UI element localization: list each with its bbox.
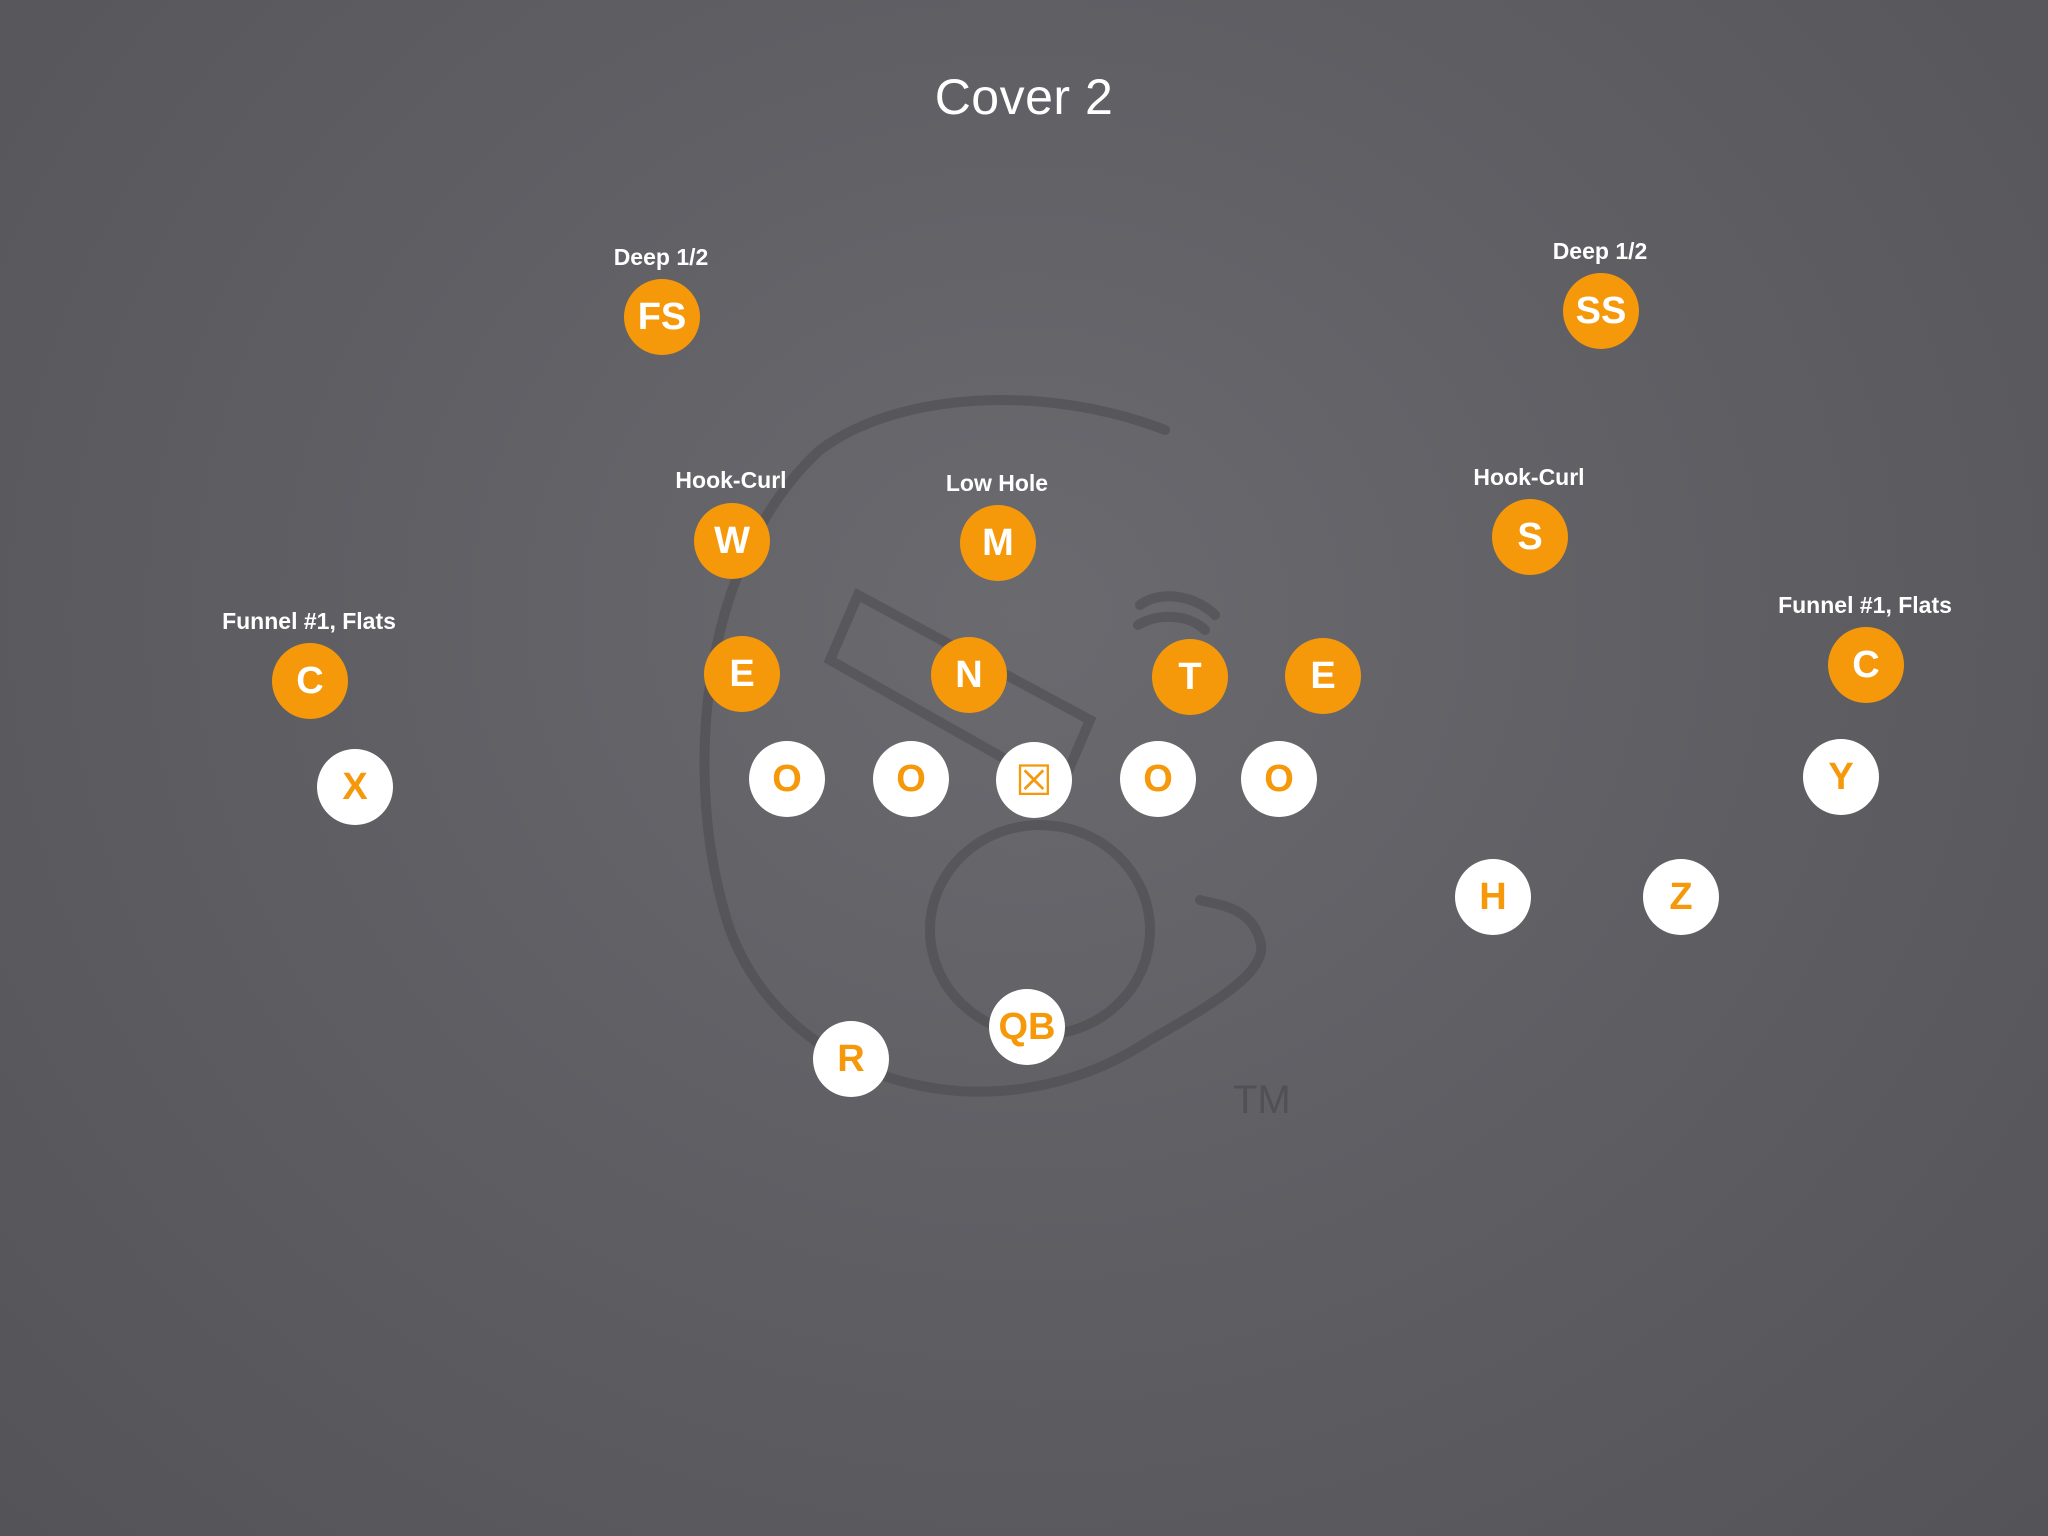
offense-x[interactable]: X xyxy=(317,749,393,825)
tm-mark: TM xyxy=(1233,1078,1291,1122)
fs-assignment-label: Deep 1/2 xyxy=(613,244,709,270)
defender-ss[interactable]: SS xyxy=(1563,273,1639,349)
offense-center[interactable]: ☒ xyxy=(996,742,1072,818)
defender-e-left[interactable]: E xyxy=(704,636,780,712)
offense-right-tackle[interactable]: O xyxy=(1241,741,1317,817)
c-right-assignment-label: Funnel #1, Flats xyxy=(1778,592,1952,618)
diagram-title: Cover 2 xyxy=(934,69,1114,125)
offense-qb[interactable]: QB xyxy=(989,989,1065,1065)
ss-assignment-label: Deep 1/2 xyxy=(1552,238,1648,264)
offense-right-guard[interactable]: O xyxy=(1120,741,1196,817)
c-left-assignment-label: Funnel #1, Flats xyxy=(222,608,396,634)
defender-t[interactable]: T xyxy=(1152,639,1228,715)
s-assignment-label: Hook-Curl xyxy=(1473,464,1585,490)
defender-n[interactable]: N xyxy=(931,637,1007,713)
defender-w[interactable]: W xyxy=(694,503,770,579)
offense-left-guard[interactable]: O xyxy=(873,741,949,817)
offense-left-tackle[interactable]: O xyxy=(749,741,825,817)
offense-z[interactable]: Z xyxy=(1643,859,1719,935)
defender-e-right[interactable]: E xyxy=(1285,638,1361,714)
defender-m[interactable]: M xyxy=(960,505,1036,581)
defender-c-right[interactable]: C xyxy=(1828,627,1904,703)
offense-r[interactable]: R xyxy=(813,1021,889,1097)
m-assignment-label: Low Hole xyxy=(945,470,1049,496)
offense-h[interactable]: H xyxy=(1455,859,1531,935)
defender-c-left[interactable]: C xyxy=(272,643,348,719)
defender-s[interactable]: S xyxy=(1492,499,1568,575)
offense-y[interactable]: Y xyxy=(1803,739,1879,815)
defender-fs[interactable]: FS xyxy=(624,279,700,355)
w-assignment-label: Hook-Curl xyxy=(675,467,787,493)
